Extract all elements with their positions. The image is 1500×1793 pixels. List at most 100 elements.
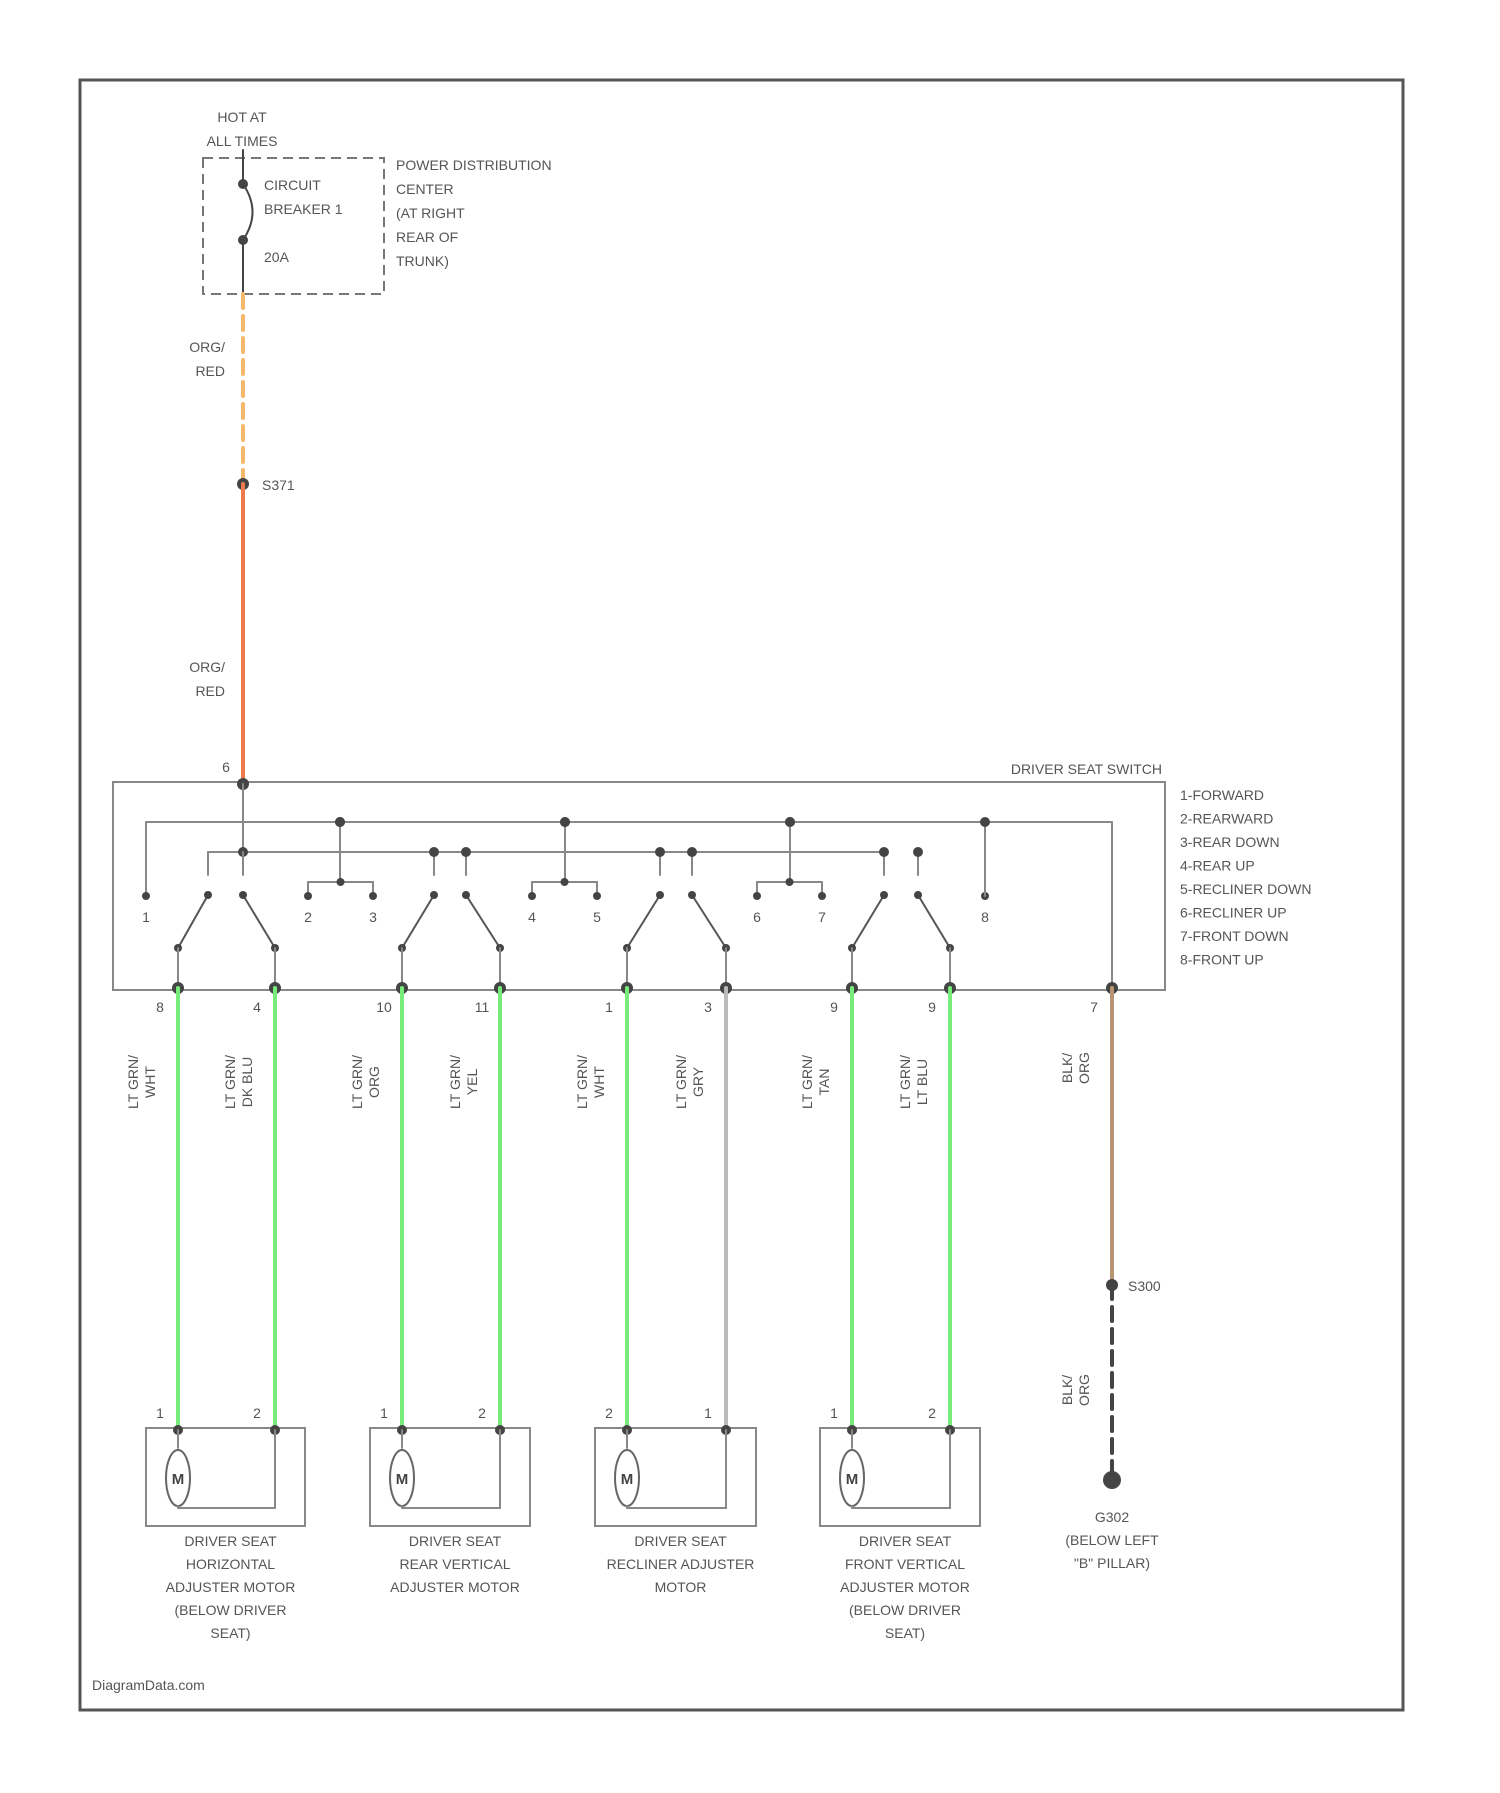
motor-label-4-line-3: ADJUSTER MOTOR	[840, 1579, 970, 1595]
motor-label-2-line-2: REAR VERTICAL	[400, 1556, 511, 1572]
ground-label-line-2: (BELOW LEFT	[1065, 1532, 1159, 1548]
switch-output-pin-1: 8	[156, 999, 164, 1015]
switch-contact-5	[593, 892, 601, 900]
switch-contact-number-4: 4	[528, 909, 536, 925]
switch-arm-node-a-3	[655, 847, 665, 857]
switch-output-pin-6: 3	[704, 999, 712, 1015]
motor-pin-a-2: 1	[380, 1405, 388, 1421]
switch-blade-left-1	[178, 895, 208, 948]
switch-contact-8-node	[980, 817, 990, 827]
output-wire-color-6-line-1: LT GRN/	[673, 1055, 689, 1109]
switch-contact-4	[528, 892, 536, 900]
switch-blade-right-4	[918, 895, 950, 948]
switch-contact-number-3: 3	[369, 909, 377, 925]
switch-arm-node-a-2	[429, 847, 439, 857]
motor-label-3-line-3: MOTOR	[655, 1579, 707, 1595]
output-wire-color-2-line-2: DK BLU	[239, 1057, 255, 1108]
output-wire-color-1-line-1: LT GRN/	[125, 1055, 141, 1109]
motor-label-2-line-3: ADJUSTER MOTOR	[390, 1579, 520, 1595]
ground-label-line-3: "B" PILLAR)	[1074, 1555, 1150, 1571]
switch-blade-left-pivot-3	[656, 891, 664, 899]
motor-pin-b-2: 2	[478, 1405, 486, 1421]
splice-s300-label: S300	[1128, 1278, 1161, 1294]
switch-blade-right-pivot-2	[462, 891, 470, 899]
driver-seat-switch-title: DRIVER SEAT SWITCH	[1011, 761, 1162, 777]
motor-label-3-line-2: RECLINER ADJUSTER	[607, 1556, 755, 1572]
motor-label-4-line-1: DRIVER SEAT	[859, 1533, 952, 1549]
switch-legend-line-7: 7-FRONT DOWN	[1180, 928, 1289, 944]
motor-letter-3: M	[621, 1471, 634, 1488]
switch-upper-node-1	[335, 817, 345, 827]
switch-legend-line-2: 2-REARWARD	[1180, 811, 1273, 827]
motor-label-2-line-1: DRIVER SEAT	[409, 1533, 502, 1549]
output-wire-color-4-line-2: YEL	[464, 1069, 480, 1096]
switch-blade-right-pivot-1	[239, 891, 247, 899]
breaker-label-1: CIRCUIT	[264, 177, 321, 193]
switch-center-bar-node-3	[786, 878, 794, 886]
switch-contact-number-6: 6	[753, 909, 761, 925]
output-wire-color-1-line-2: WHT	[142, 1066, 158, 1098]
motor-letter-4: M	[846, 1471, 859, 1488]
pdc-label-line-1: POWER DISTRIBUTION	[396, 157, 552, 173]
motor-label-1-line-5: SEAT)	[210, 1625, 250, 1641]
hot-at-label: HOT AT	[217, 109, 267, 125]
switch-contact-number-1: 1	[142, 909, 150, 925]
switch-contact-number-7: 7	[818, 909, 826, 925]
ground-pin: 7	[1090, 999, 1098, 1015]
wire-top-color-1: ORG/	[189, 339, 225, 355]
output-wire-color-3-line-1: LT GRN/	[349, 1055, 365, 1109]
motor-label-3-line-1: DRIVER SEAT	[634, 1533, 727, 1549]
switch-arm-node-a-4	[879, 847, 889, 857]
pdc-label-line-4: REAR OF	[396, 229, 458, 245]
ground-wire-color-upper-line-2: ORG	[1076, 1052, 1092, 1084]
motor-pin-a-3: 2	[605, 1405, 613, 1421]
switch-blade-left-3	[627, 895, 660, 948]
motor-letter-1: M	[172, 1471, 185, 1488]
ground-wire-color-upper-line-1: BLK/	[1059, 1053, 1075, 1083]
switch-input-pin: 6	[222, 759, 230, 775]
switch-legend-line-8: 8-FRONT UP	[1180, 952, 1264, 968]
motor-label-1-line-3: ADJUSTER MOTOR	[166, 1579, 296, 1595]
switch-legend-line-4: 4-REAR UP	[1180, 858, 1255, 874]
switch-blade-right-pivot-4	[914, 891, 922, 899]
wire-top-color-2: RED	[195, 363, 225, 379]
motor-pin-a-1: 1	[156, 1405, 164, 1421]
switch-contact-6	[753, 892, 761, 900]
switch-output-pin-3: 10	[376, 999, 392, 1015]
motor-label-1-line-1: DRIVER SEAT	[184, 1533, 277, 1549]
switch-blade-right-2	[466, 895, 500, 948]
switch-legend-line-1: 1-FORWARD	[1180, 787, 1264, 803]
switch-blade-right-1	[243, 895, 275, 948]
output-wire-color-7-line-2: TAN	[816, 1069, 832, 1096]
motor-pin-a-4: 1	[830, 1405, 838, 1421]
driver-seat-switch-box	[113, 782, 1165, 990]
motor-label-4-line-2: FRONT VERTICAL	[845, 1556, 965, 1572]
output-wire-color-3-line-2: ORG	[366, 1066, 382, 1098]
switch-blade-left-2	[402, 895, 434, 948]
switch-output-pin-2: 4	[253, 999, 261, 1015]
switch-center-bar-node-1	[337, 878, 345, 886]
switch-blade-right-3	[692, 895, 726, 948]
switch-contact-number-5: 5	[593, 909, 601, 925]
motor-label-1-line-4: (BELOW DRIVER	[174, 1602, 286, 1618]
switch-output-pin-4: 11	[475, 999, 490, 1015]
ground-point-g302	[1103, 1471, 1121, 1489]
switch-output-pin-7: 9	[830, 999, 838, 1015]
switch-contact-3	[369, 892, 377, 900]
wire-mid-color-1: ORG/	[189, 659, 225, 675]
splice-s371-label: S371	[262, 477, 295, 493]
switch-output-pin-5: 1	[605, 999, 613, 1015]
switch-center-bar-node-2	[561, 878, 569, 886]
diagram-layer: HOT ATALL TIMESCIRCUITBREAKER 120APOWER …	[92, 109, 1311, 1693]
switch-legend-line-5: 5-RECLINER DOWN	[1180, 881, 1311, 897]
switch-contact-1	[142, 892, 150, 900]
switch-blade-left-4	[852, 895, 884, 948]
switch-arm-node-b-2	[461, 847, 471, 857]
switch-arm-node-b-4	[913, 847, 923, 857]
pdc-label-line-2: CENTER	[396, 181, 454, 197]
switch-contact-7	[818, 892, 826, 900]
hot-at-label-2: ALL TIMES	[207, 133, 278, 149]
motor-pin-b-4: 2	[928, 1405, 936, 1421]
motor-label-4-line-5: SEAT)	[885, 1625, 925, 1641]
